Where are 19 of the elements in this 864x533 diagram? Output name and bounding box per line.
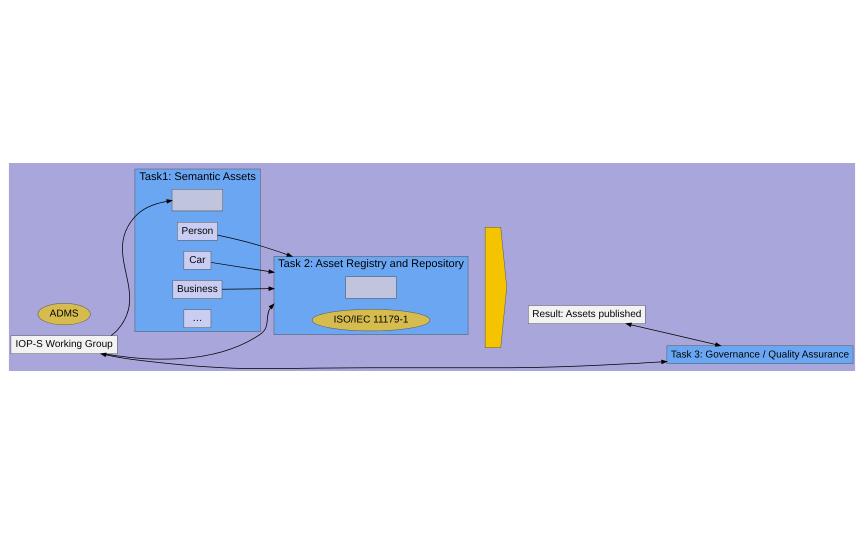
arrow [100, 352, 668, 369]
arrow [222, 286, 276, 290]
node-box: … [184, 308, 212, 328]
node-box [345, 276, 397, 298]
arrow [217, 234, 294, 256]
node-box: Business [172, 280, 222, 298]
arrow [625, 322, 722, 346]
node-arrow [484, 226, 507, 348]
node-ellipse: ISO/IEC 11179-1 [312, 308, 430, 331]
node-box [172, 188, 223, 211]
node-box: Person [177, 221, 218, 240]
arrow [110, 198, 174, 336]
node-box: Result: Assets published [528, 304, 646, 324]
node-box: IOP-S Working Group [10, 334, 118, 354]
node-box: Car [184, 250, 212, 270]
node-box: Task 3: Governance / Quality Assurance [666, 344, 854, 364]
arrow [104, 302, 275, 360]
arrow [210, 262, 276, 274]
node-ellipse: ADMS [38, 302, 91, 325]
